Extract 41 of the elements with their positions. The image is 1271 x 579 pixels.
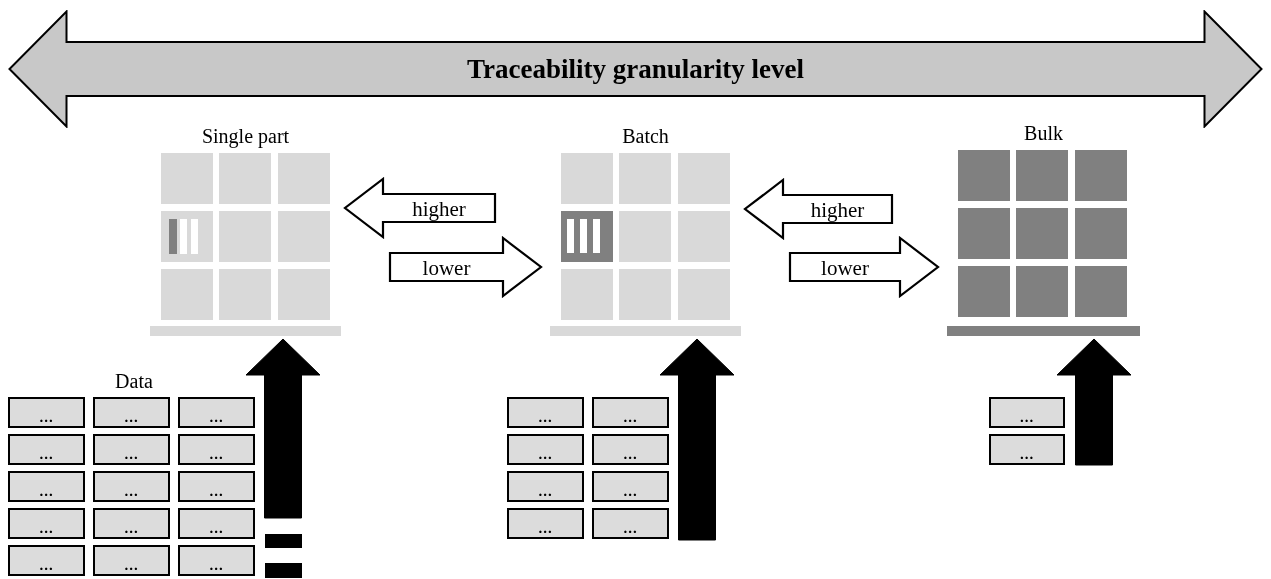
thick-arrow <box>1056 338 1132 466</box>
thick-arrow <box>659 338 735 541</box>
banner-title: Traceability granularity level <box>466 53 805 86</box>
data-record: ... <box>8 508 85 539</box>
data-record: ... <box>592 471 669 502</box>
data-record: ... <box>178 397 255 428</box>
data-record: ... <box>178 471 255 502</box>
data-record: ... <box>178 508 255 539</box>
data-record: ... <box>93 508 170 539</box>
edge-label: lower <box>422 257 471 279</box>
data-record: ... <box>93 397 170 428</box>
data-record: ... <box>507 397 584 428</box>
data-record: ... <box>592 508 669 539</box>
data-record: ... <box>8 471 85 502</box>
block-arrow <box>788 235 940 299</box>
data-record: ... <box>178 545 255 576</box>
edge-label: lower <box>821 257 869 279</box>
edge-label: higher <box>412 198 466 220</box>
pallet-label: Batch <box>621 124 670 148</box>
data-record: ... <box>8 434 85 465</box>
group-label: Data <box>114 369 154 393</box>
data-record: ... <box>592 434 669 465</box>
data-record: ... <box>8 545 85 576</box>
pallet-label: Single part <box>200 124 291 148</box>
data-record: ... <box>507 508 584 539</box>
data-record: ... <box>592 397 669 428</box>
data-record: ... <box>93 471 170 502</box>
data-record: ... <box>507 434 584 465</box>
data-record: ... <box>507 471 584 502</box>
data-record: ... <box>989 434 1065 465</box>
edge-label: higher <box>810 199 865 221</box>
block-arrow <box>388 235 543 299</box>
block-arrow <box>343 176 497 240</box>
thick-arrow <box>245 338 321 519</box>
data-record: ... <box>93 545 170 576</box>
data-record: ... <box>178 434 255 465</box>
data-record: ... <box>989 397 1065 428</box>
pallet-label: Bulk <box>1023 121 1064 145</box>
data-record: ... <box>8 397 85 428</box>
block-arrow <box>743 177 894 241</box>
data-record: ... <box>93 434 170 465</box>
